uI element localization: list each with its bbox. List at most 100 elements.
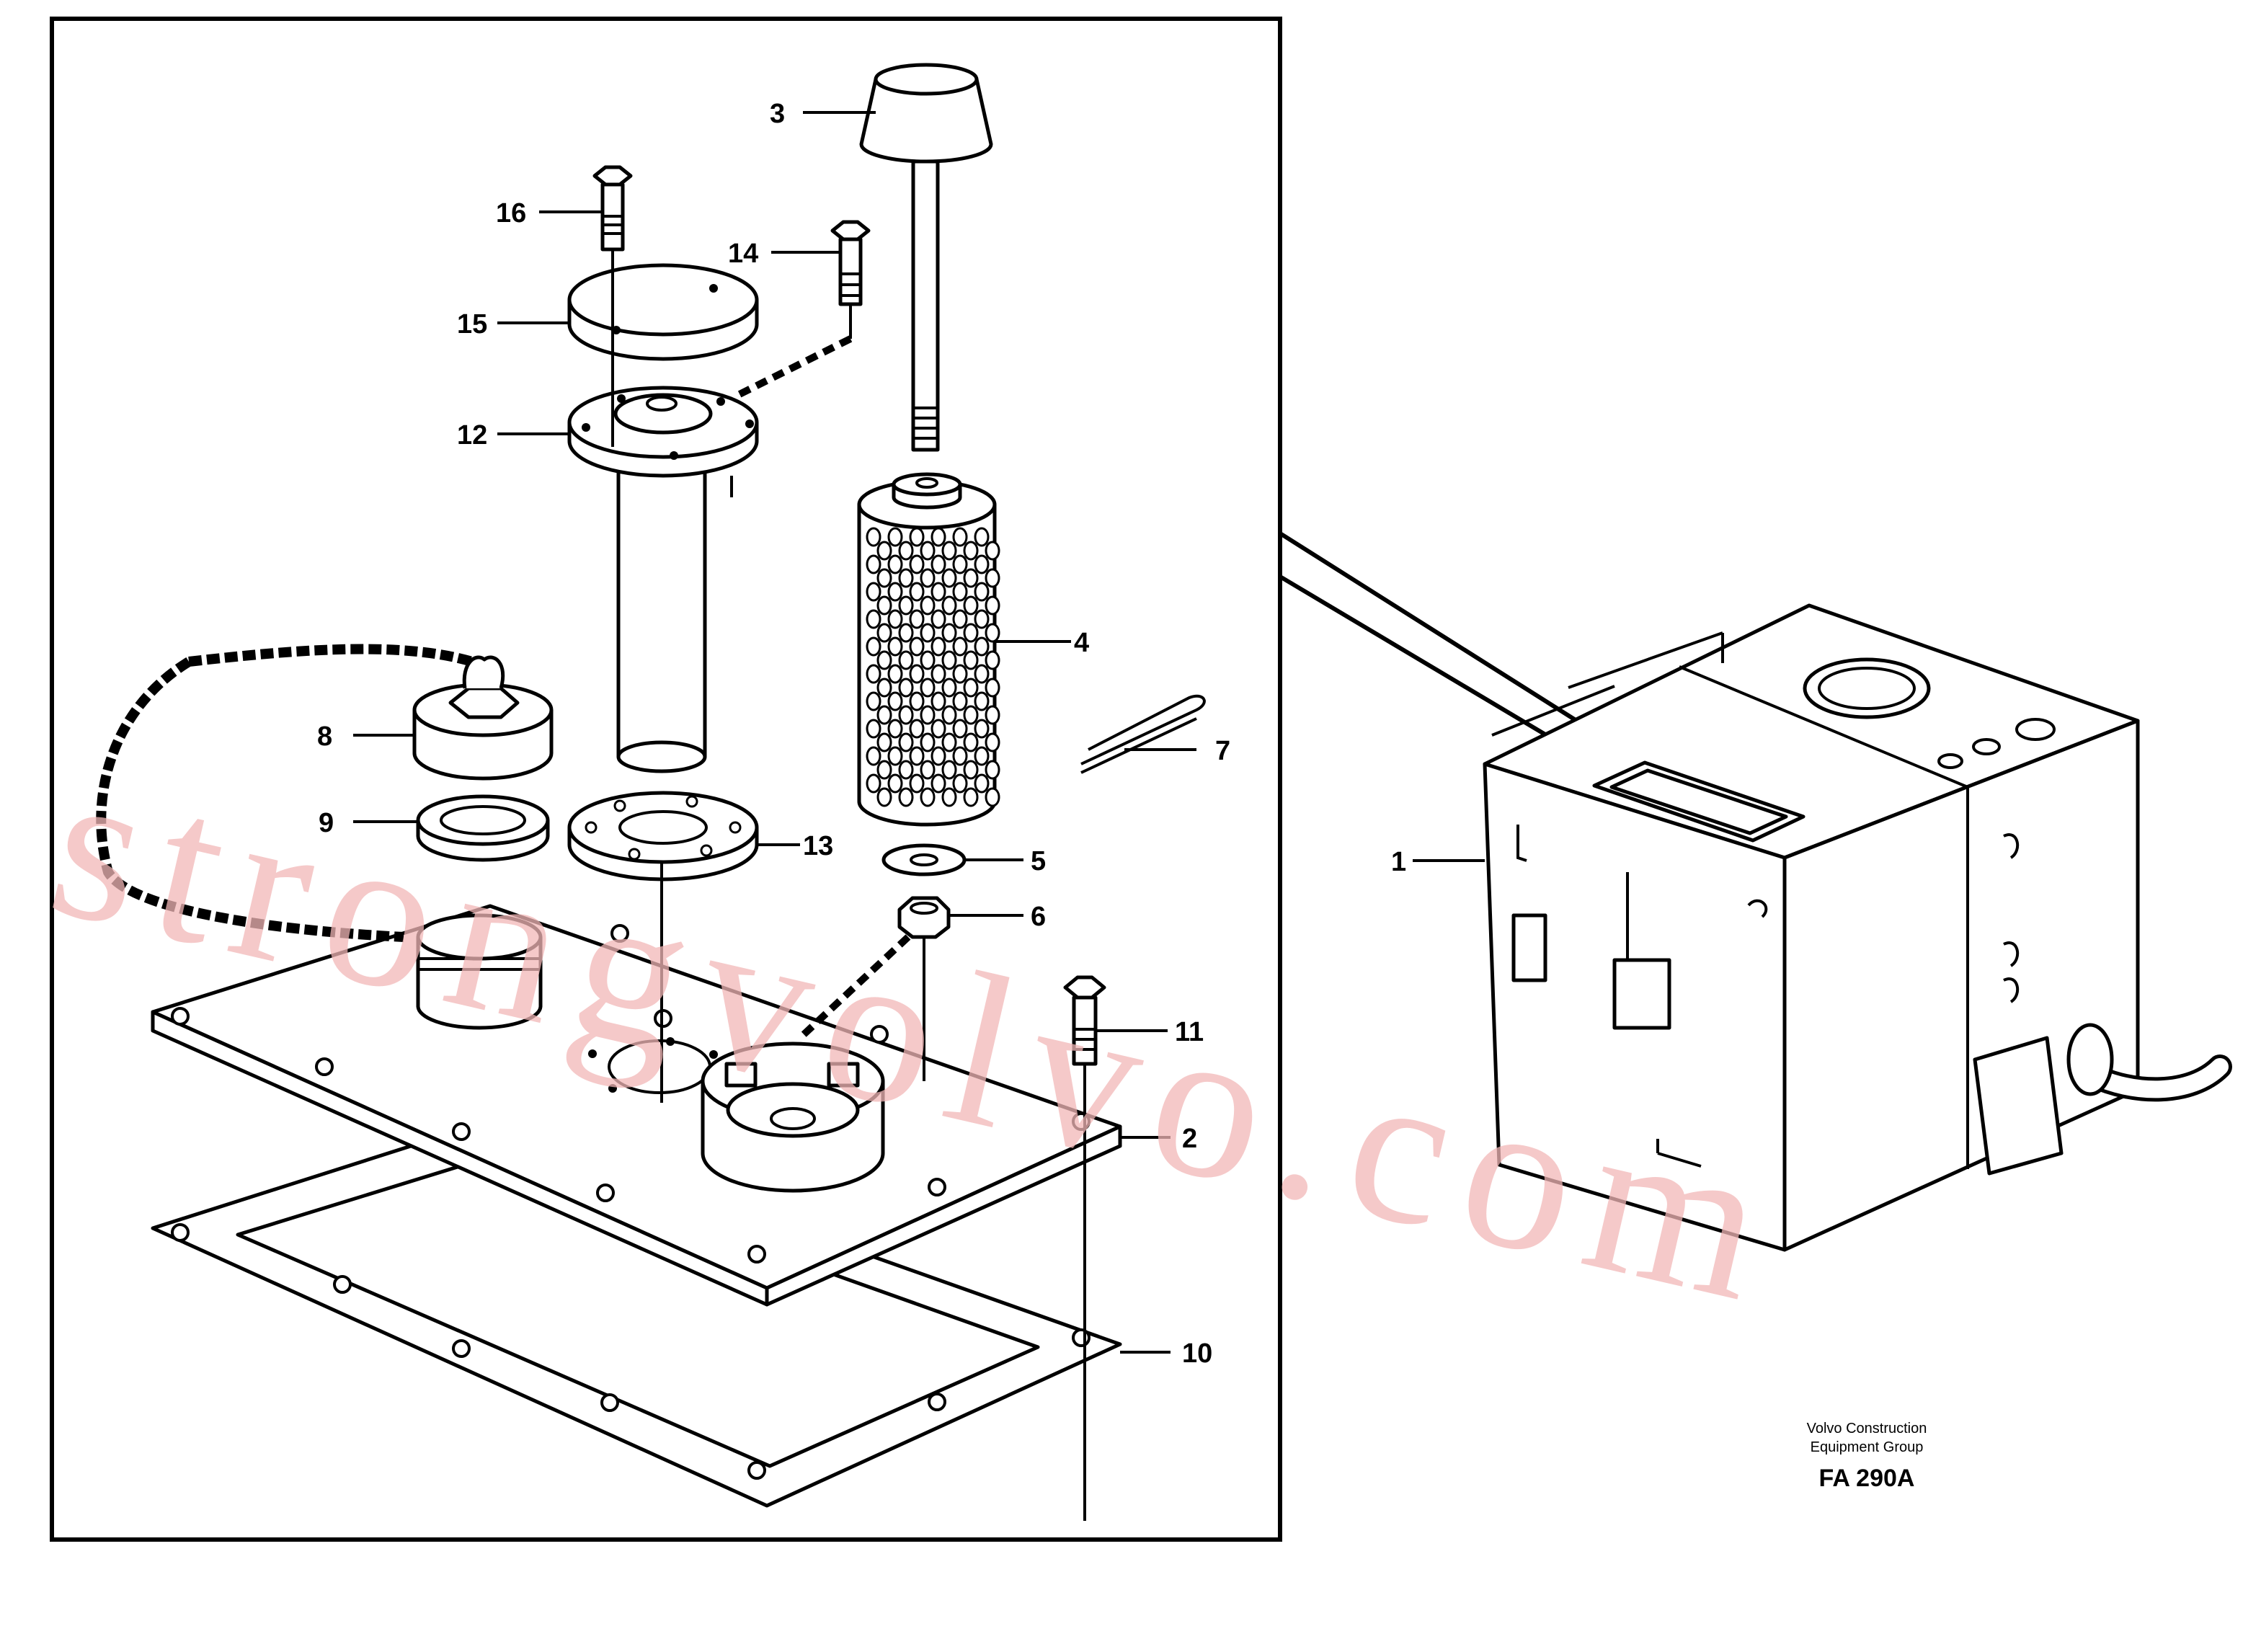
callout-15: 15 [457, 309, 487, 339]
filter-perforation [941, 650, 957, 670]
filter-perforation [952, 664, 968, 684]
cotter-pin-part-7 [1080, 694, 1206, 774]
filter-perforation [887, 554, 903, 574]
filter-perforation [952, 554, 968, 574]
callout-12: 12 [457, 420, 487, 450]
filter-perforation [876, 732, 892, 752]
filter-perforation [909, 527, 925, 547]
filter-perforation [887, 719, 903, 739]
washer-part-5 [881, 843, 967, 876]
filter-perforation [963, 787, 979, 807]
filter-perforation [866, 746, 881, 766]
filter-element-part-4 [857, 472, 1000, 827]
filter-perforation [930, 554, 946, 574]
filter-perforation [909, 664, 925, 684]
filter-perforation [930, 609, 946, 629]
callout-9: 9 [319, 808, 334, 838]
filter-perforation [930, 773, 946, 794]
filter-perforation [866, 719, 881, 739]
filter-perforation [985, 678, 1000, 698]
dipstick-knob-part-3 [859, 63, 993, 452]
filter-perforation [941, 787, 957, 807]
callout-labels: 1 2 3 4 5 6 7 8 9 10 11 12 13 14 15 16 [317, 99, 1406, 1369]
callout-1: 1 [1391, 847, 1406, 877]
credit-line-2: Equipment Group [1811, 1439, 1924, 1455]
filter-perforation [898, 760, 914, 780]
screw-part-16 [592, 165, 633, 447]
filter-perforation [985, 650, 1000, 670]
credit-line-1: Volvo Construction [1807, 1421, 1927, 1436]
filter-perforation [898, 595, 914, 616]
filter-perforation [920, 650, 936, 670]
filter-perforation [898, 705, 914, 725]
filter-perforation [866, 527, 881, 547]
filter-perforation [941, 595, 957, 616]
filter-perforation [920, 732, 936, 752]
filter-perforation [909, 773, 925, 794]
callout-11: 11 [1175, 1017, 1204, 1047]
filter-perforation [985, 541, 1000, 561]
filter-perforation [941, 541, 957, 561]
filter-perforation [898, 678, 914, 698]
filter-perforation [887, 582, 903, 602]
filter-perforation [887, 773, 903, 794]
filter-perforation [974, 582, 990, 602]
filter-perforation [974, 691, 990, 711]
filter-perforation [952, 609, 968, 629]
callout-10: 10 [1182, 1338, 1212, 1369]
filter-perforation [930, 582, 946, 602]
filter-perforation [920, 787, 936, 807]
filter-perforation [941, 732, 957, 752]
cover-plate-part-2 [151, 904, 1122, 1307]
filter-perforation [909, 719, 925, 739]
filter-perforation [876, 678, 892, 698]
filter-perforation [887, 609, 903, 629]
filter-perforation [876, 705, 892, 725]
filter-perforation [941, 568, 957, 588]
filter-perforation [974, 609, 990, 629]
filter-perforation [985, 595, 1000, 616]
filter-perforation [866, 609, 881, 629]
filter-perforation [887, 527, 903, 547]
filter-perforation [963, 650, 979, 670]
filter-perforation [941, 705, 957, 725]
filter-perforation [974, 746, 990, 766]
filter-perforation [930, 691, 946, 711]
filter-perforation [898, 650, 914, 670]
filter-perforation [898, 623, 914, 643]
filter-perforation [930, 746, 946, 766]
filter-perforation [909, 746, 925, 766]
filter-perforation [887, 746, 903, 766]
filter-perforation [920, 678, 936, 698]
callout-5: 5 [1031, 846, 1046, 876]
filter-perforation [952, 719, 968, 739]
filter-perforation [866, 691, 881, 711]
callout-7: 7 [1215, 736, 1230, 766]
filter-perforation [963, 760, 979, 780]
filter-perforation [887, 691, 903, 711]
filter-perforation [920, 568, 936, 588]
callout-6: 6 [1031, 902, 1046, 932]
callout-16: 16 [496, 198, 526, 228]
filter-perforation [952, 773, 968, 794]
hydraulic-tank-part-1 [1483, 603, 2232, 1252]
filter-perforation [963, 623, 979, 643]
filter-perforation [920, 705, 936, 725]
filter-perforation [876, 595, 892, 616]
filter-perforation [952, 691, 968, 711]
filter-perforation [985, 705, 1000, 725]
filter-perforation [920, 541, 936, 561]
filter-perforation [974, 773, 990, 794]
filter-perforation [930, 527, 946, 547]
detail-frame [50, 17, 1282, 1542]
filter-perforation [876, 623, 892, 643]
filler-neck [416, 913, 543, 1030]
filter-perforation [963, 595, 979, 616]
filter-perforation [963, 541, 979, 561]
filter-perforation [974, 664, 990, 684]
callout-14: 14 [728, 239, 758, 269]
filter-perforation [963, 678, 979, 698]
filter-perforation [963, 568, 979, 588]
filter-perforation [985, 732, 1000, 752]
